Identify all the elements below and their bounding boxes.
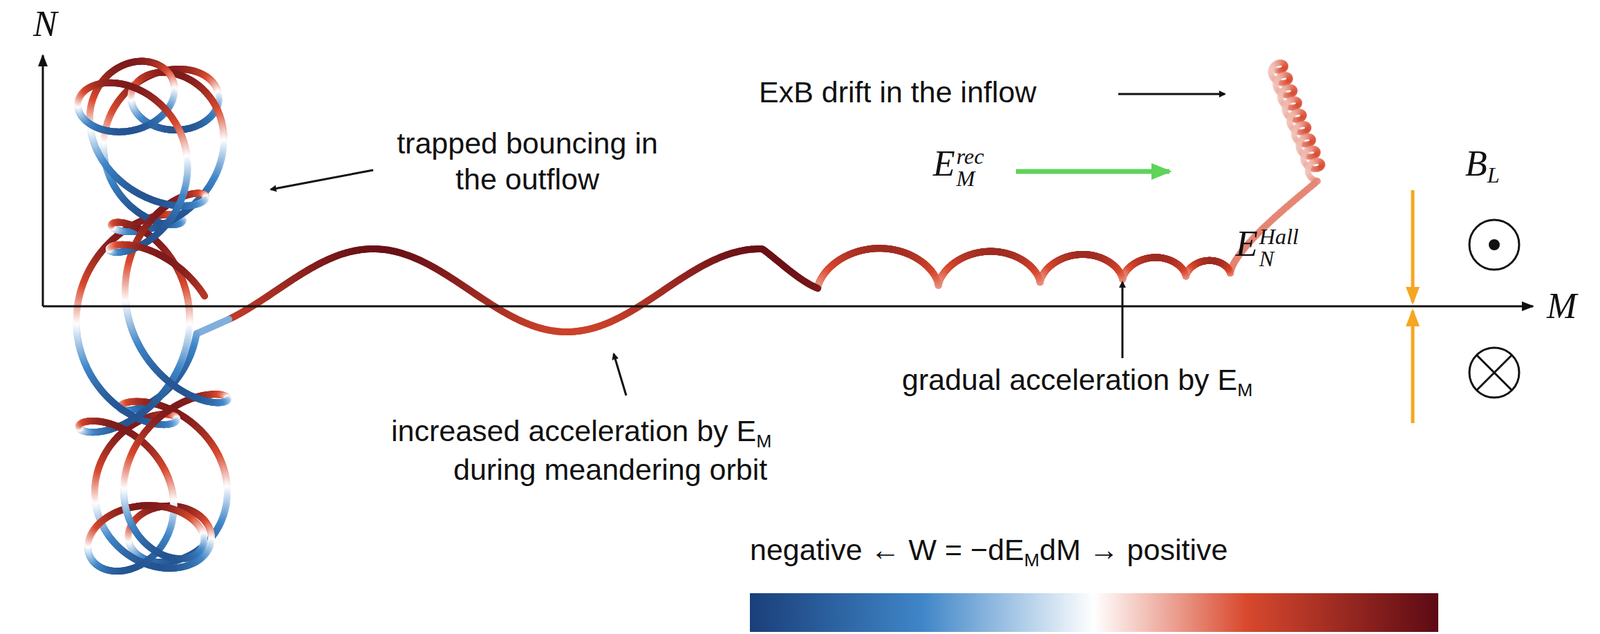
trajectory-segment <box>196 319 230 334</box>
particle-trajectory <box>76 61 1323 572</box>
